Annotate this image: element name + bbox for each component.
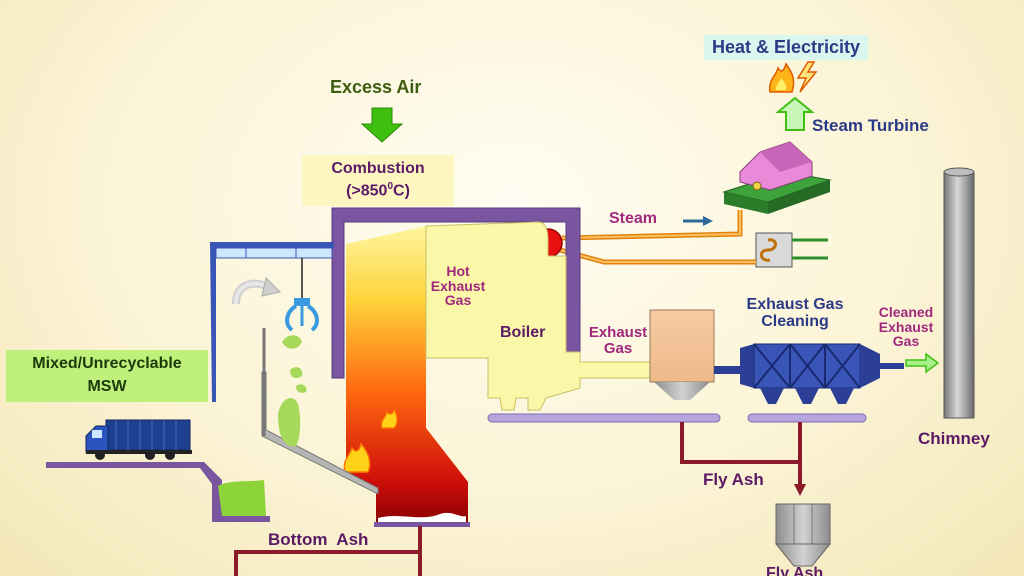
- cleaned-exhaust-gas-label: Cleaned Exhaust Gas: [878, 304, 934, 350]
- combustion-line1: Combustion: [331, 160, 425, 177]
- excess-air-label: Excess Air: [330, 77, 422, 97]
- bottom-ash-line: [234, 526, 422, 576]
- exhaust-gas-label: Exhaust Gas: [588, 324, 648, 357]
- curved-arrow-icon: [232, 277, 281, 305]
- cleaned-gas-arrow-icon: [905, 352, 940, 374]
- bottom-ash-label: Bottom Ash: [268, 530, 369, 549]
- waste-bunker: [46, 242, 379, 522]
- fly-ash-silo: [774, 503, 832, 567]
- boiler: [425, 221, 721, 423]
- excess-air-arrow-icon: [360, 107, 404, 143]
- steam-turbine-label: Steam Turbine: [812, 116, 929, 135]
- exhaust-gas-cleaning-label: Exhaust Gas Cleaning: [746, 296, 844, 330]
- combustion-label: Combustion (>8500C): [302, 155, 454, 206]
- hot-exhaust-gas-label: Hot Exhaust Gas: [430, 263, 486, 309]
- chimney: [943, 167, 975, 419]
- furnace: [346, 226, 470, 527]
- steam-arrow-icon: [683, 216, 713, 226]
- exhaust-gas-cleaning-unit: [740, 343, 904, 423]
- msw-label: Mixed/Unrecyclable MSW: [6, 350, 208, 402]
- steam-label: Steam: [609, 210, 658, 227]
- waste-pile-icon: [278, 335, 307, 447]
- combustion-line2: (>8500C): [346, 180, 410, 200]
- fly-ash-bottom-label: Fly Ash: [766, 565, 824, 576]
- furnace-enclosure: [331, 207, 581, 379]
- heat-exchanger: [755, 232, 828, 268]
- furnace-flame-icon: [343, 408, 398, 473]
- crane-grab-icon: [285, 298, 319, 332]
- bag-filter: [649, 309, 740, 400]
- turbine-output-arrow-icon: [775, 96, 815, 131]
- garbage-truck-icon: [85, 419, 192, 460]
- steam-turbine: [722, 141, 832, 214]
- fly-ash-lines: [680, 422, 806, 496]
- fly-ash-label: Fly Ash: [703, 470, 764, 489]
- heat-electricity-label: Heat & Electricity: [704, 35, 869, 60]
- boiler-label: Boiler: [500, 324, 546, 341]
- flame-lightning-icon: [768, 61, 818, 93]
- chimney-label: Chimney: [918, 429, 990, 448]
